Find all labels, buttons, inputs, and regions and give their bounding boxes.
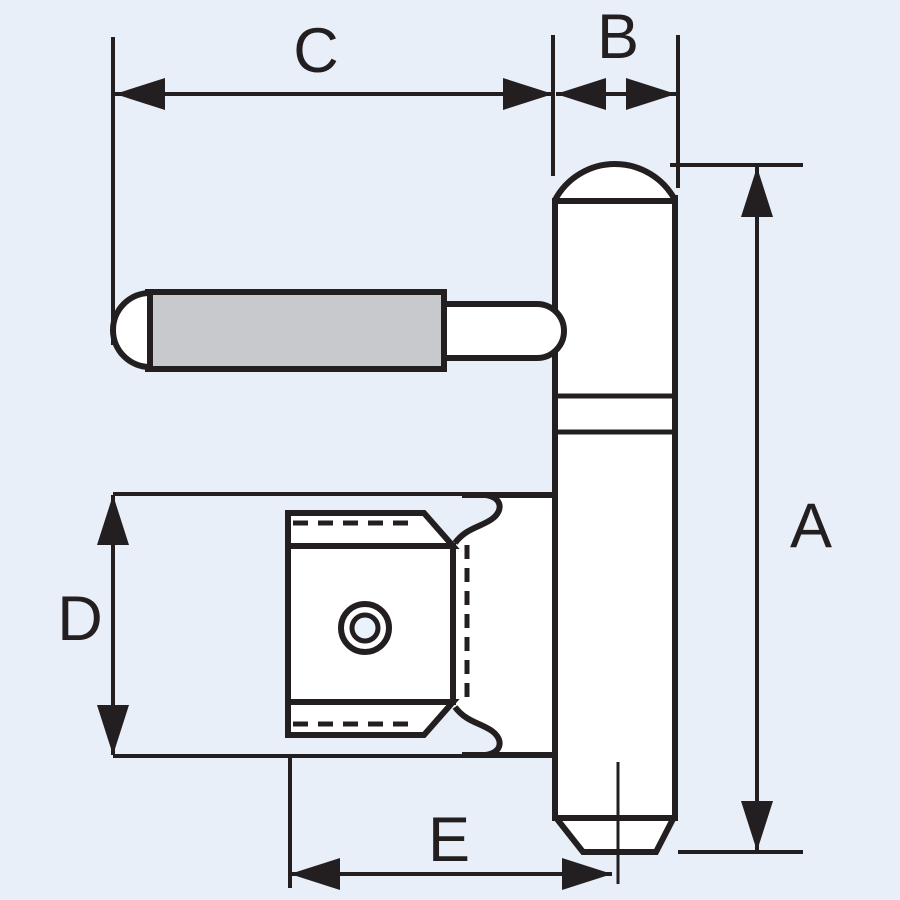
bracket-neck-fill <box>448 495 557 755</box>
screw-hole-inner <box>349 612 381 644</box>
hinge-pin-arm <box>110 289 567 372</box>
dimension-a-arrowhead-down <box>741 801 773 851</box>
dimension-a: A <box>670 163 832 854</box>
pin-end-cap <box>110 289 153 371</box>
bracket-neck-top-curve <box>452 492 503 545</box>
dimension-c: C <box>111 16 553 345</box>
bracket-bottom-flange <box>285 699 460 738</box>
mounting-bracket <box>285 492 558 758</box>
dimension-b-arrowhead-right <box>626 78 676 110</box>
dimension-a-arrowhead-up <box>741 167 773 217</box>
dimension-d: D <box>57 492 470 758</box>
dimension-e: E <box>288 758 612 890</box>
dimension-d-arrowhead-up <box>97 495 129 545</box>
dimension-b-label: B <box>597 2 639 72</box>
dimension-c-arrowhead-right <box>503 78 553 110</box>
hinge-barrel <box>552 161 678 884</box>
dimension-e-arrowhead-left <box>290 858 340 890</box>
pin <box>441 301 567 361</box>
dimension-c-arrowhead-left <box>115 78 165 110</box>
bracket-top-flange <box>285 510 460 549</box>
dimension-d-label: D <box>57 584 103 654</box>
dimension-d-arrowhead-down <box>97 705 129 755</box>
bracket-neck-bottom-curve <box>452 705 503 758</box>
dimension-e-label: E <box>428 805 470 875</box>
dimension-e-arrowhead-right <box>562 858 612 890</box>
dimension-c-label: C <box>293 16 339 86</box>
pin-sleeve <box>145 289 447 372</box>
dimension-b-arrowhead-left <box>556 78 606 110</box>
barrel-body-fill <box>556 165 674 852</box>
dimension-b: B <box>551 2 680 188</box>
barrel-dome <box>552 161 678 202</box>
dimension-a-label: A <box>790 491 832 561</box>
